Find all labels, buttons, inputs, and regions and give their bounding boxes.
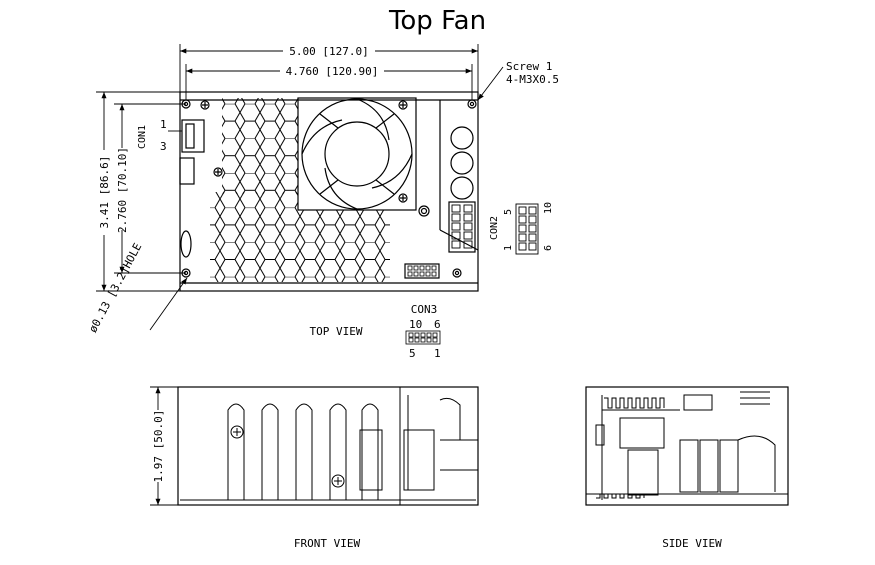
vent-hex-grid-lower [298,210,390,282]
con2-name: CON2 [489,216,500,240]
front-view-outline [177,386,479,506]
con2-pin-1: 1 [503,245,514,251]
front-view [177,386,479,506]
diagram-title: Top Fan [388,6,487,36]
fan [297,97,417,211]
con3-pin-1: 1 [434,347,441,360]
side-view-outline [585,386,789,506]
dim-width-outer: 5.00 [127.0] [289,45,368,58]
dim-height-outer: 3.41 [86.6] [98,156,111,229]
top-view-outline [179,91,479,292]
con2-pin-5: 5 [503,209,514,215]
dim-width-inner: 4.760 [120.90] [286,65,379,78]
screw-label-line1: Screw 1 [506,60,552,73]
con1-pin-1: 1 [160,118,167,131]
con3-pin-5: 5 [409,347,416,360]
con3-name: CON3 [411,303,438,316]
capacitor-1 [450,126,474,150]
con1-board-block [181,119,205,153]
con3-pin-6: 6 [434,318,441,331]
side-view-label: SIDE VIEW [662,537,722,550]
hole-label: ø0.13 [3.2]HOLE [86,241,144,335]
con1-pin-3: 3 [160,140,167,153]
con2-pin-6: 6 [543,245,554,251]
con2-pin-10: 10 [543,202,554,214]
top-view-dimensions [96,44,504,331]
con1-name: CON1 [137,125,148,149]
front-view-dimension [150,386,178,506]
screw-label-line2: 4-M3X0.5 [506,73,559,86]
capacitor-3 [450,176,474,200]
top-view-label: TOP VIEW [310,325,363,338]
capacitor-2 [450,151,474,175]
front-view-label: FRONT VIEW [294,537,361,550]
con3-detail [405,330,441,345]
con2-board-block [448,201,476,253]
side-view [585,386,789,506]
top-view [179,91,479,292]
vent-hex-grid-left [210,192,298,282]
dim-height-inner: 2.760 [70.10] [116,147,129,233]
con2-detail [515,203,539,255]
con3-board-block [404,263,440,279]
front-dim-height: 1.97 [50.0] [152,410,165,483]
con3-pin-10: 10 [409,318,422,331]
vent-hex-grid-upper [222,98,298,194]
